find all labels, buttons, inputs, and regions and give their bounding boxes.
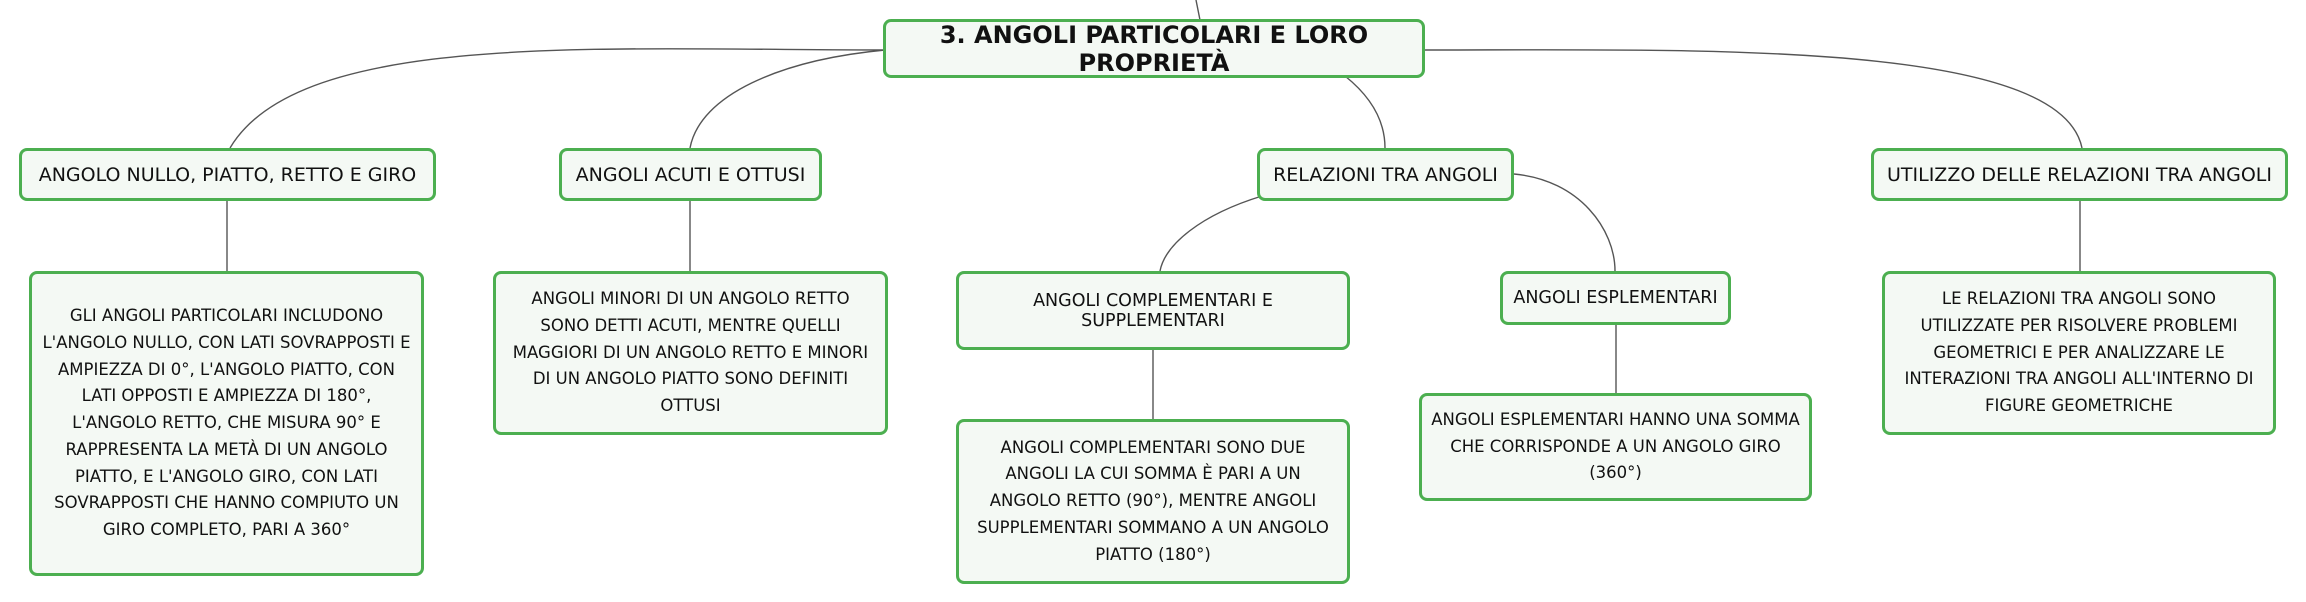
child-node-esplementari[interactable]: ANGOLI ESPLEMENTARI [1500,271,1731,325]
detail-node-esplementari[interactable]: ANGOLI ESPLEMENTARI HANNO UNA SOMMA CHE … [1419,393,1812,501]
detail-node-text: ANGOLI MINORI DI UN ANGOLO RETTO SONO DE… [512,289,869,416]
connector-root-branch-3 [1344,75,1386,149]
branch-node-angolo-nullo[interactable]: ANGOLO NULLO, PIATTO, RETTO E GIRO [19,148,436,201]
connector-root-branch-4 [1422,49,2083,149]
detail-node-text: ANGOLI COMPLEMENTARI SONO DUE ANGOLI LA … [977,437,1329,564]
connector-branch-3-child-1 [1159,195,1263,272]
child-node-label: ANGOLI ESPLEMENTARI [1513,288,1718,308]
detail-node-acuti-ottusi[interactable]: ANGOLI MINORI DI UN ANGOLO RETTO SONO DE… [493,271,888,435]
branch-node-acuti-ottusi[interactable]: ANGOLI ACUTI E OTTUSI [559,148,822,201]
branch-node-utilizzo[interactable]: UTILIZZO DELLE RELAZIONI TRA ANGOLI [1871,148,2288,201]
detail-node-complementari[interactable]: ANGOLI COMPLEMENTARI SONO DUE ANGOLI LA … [956,419,1350,584]
connector-root-branch-2 [689,49,886,149]
branch-node-label: RELAZIONI TRA ANGOLI [1273,163,1498,186]
connector-root-branch-1 [229,48,886,149]
detail-node-angolo-nullo[interactable]: GLI ANGOLI PARTICOLARI INCLUDONO L'ANGOL… [29,271,424,576]
branch-node-label: ANGOLO NULLO, PIATTO, RETTO E GIRO [38,163,417,186]
connector-branch-3-child-2 [1513,173,1616,272]
branch-node-relazioni[interactable]: RELAZIONI TRA ANGOLI [1257,148,1514,201]
detail-node-utilizzo[interactable]: LE RELAZIONI TRA ANGOLI SONO UTILIZZATE … [1882,271,2276,435]
detail-node-text: LE RELAZIONI TRA ANGOLI SONO UTILIZZATE … [1904,289,2254,416]
connector-root-parent [1195,0,1201,21]
root-node-label: 3. ANGOLI PARTICOLARI E LORO PROPRIETÀ [939,20,1369,77]
root-node[interactable]: 3. ANGOLI PARTICOLARI E LORO PROPRIETÀ [883,19,1425,78]
detail-node-text: ANGOLI ESPLEMENTARI HANNO UNA SOMMA CHE … [1431,409,1800,483]
branch-node-label: UTILIZZO DELLE RELAZIONI TRA ANGOLI [1887,163,2272,186]
detail-node-text: GLI ANGOLI PARTICOLARI INCLUDONO L'ANGOL… [42,306,411,540]
branch-node-label: ANGOLI ACUTI E OTTUSI [575,163,806,186]
child-node-label: ANGOLI COMPLEMENTARI E SUPPLEMENTARI [1033,290,1273,331]
child-node-complementari[interactable]: ANGOLI COMPLEMENTARI E SUPPLEMENTARI [956,271,1350,350]
